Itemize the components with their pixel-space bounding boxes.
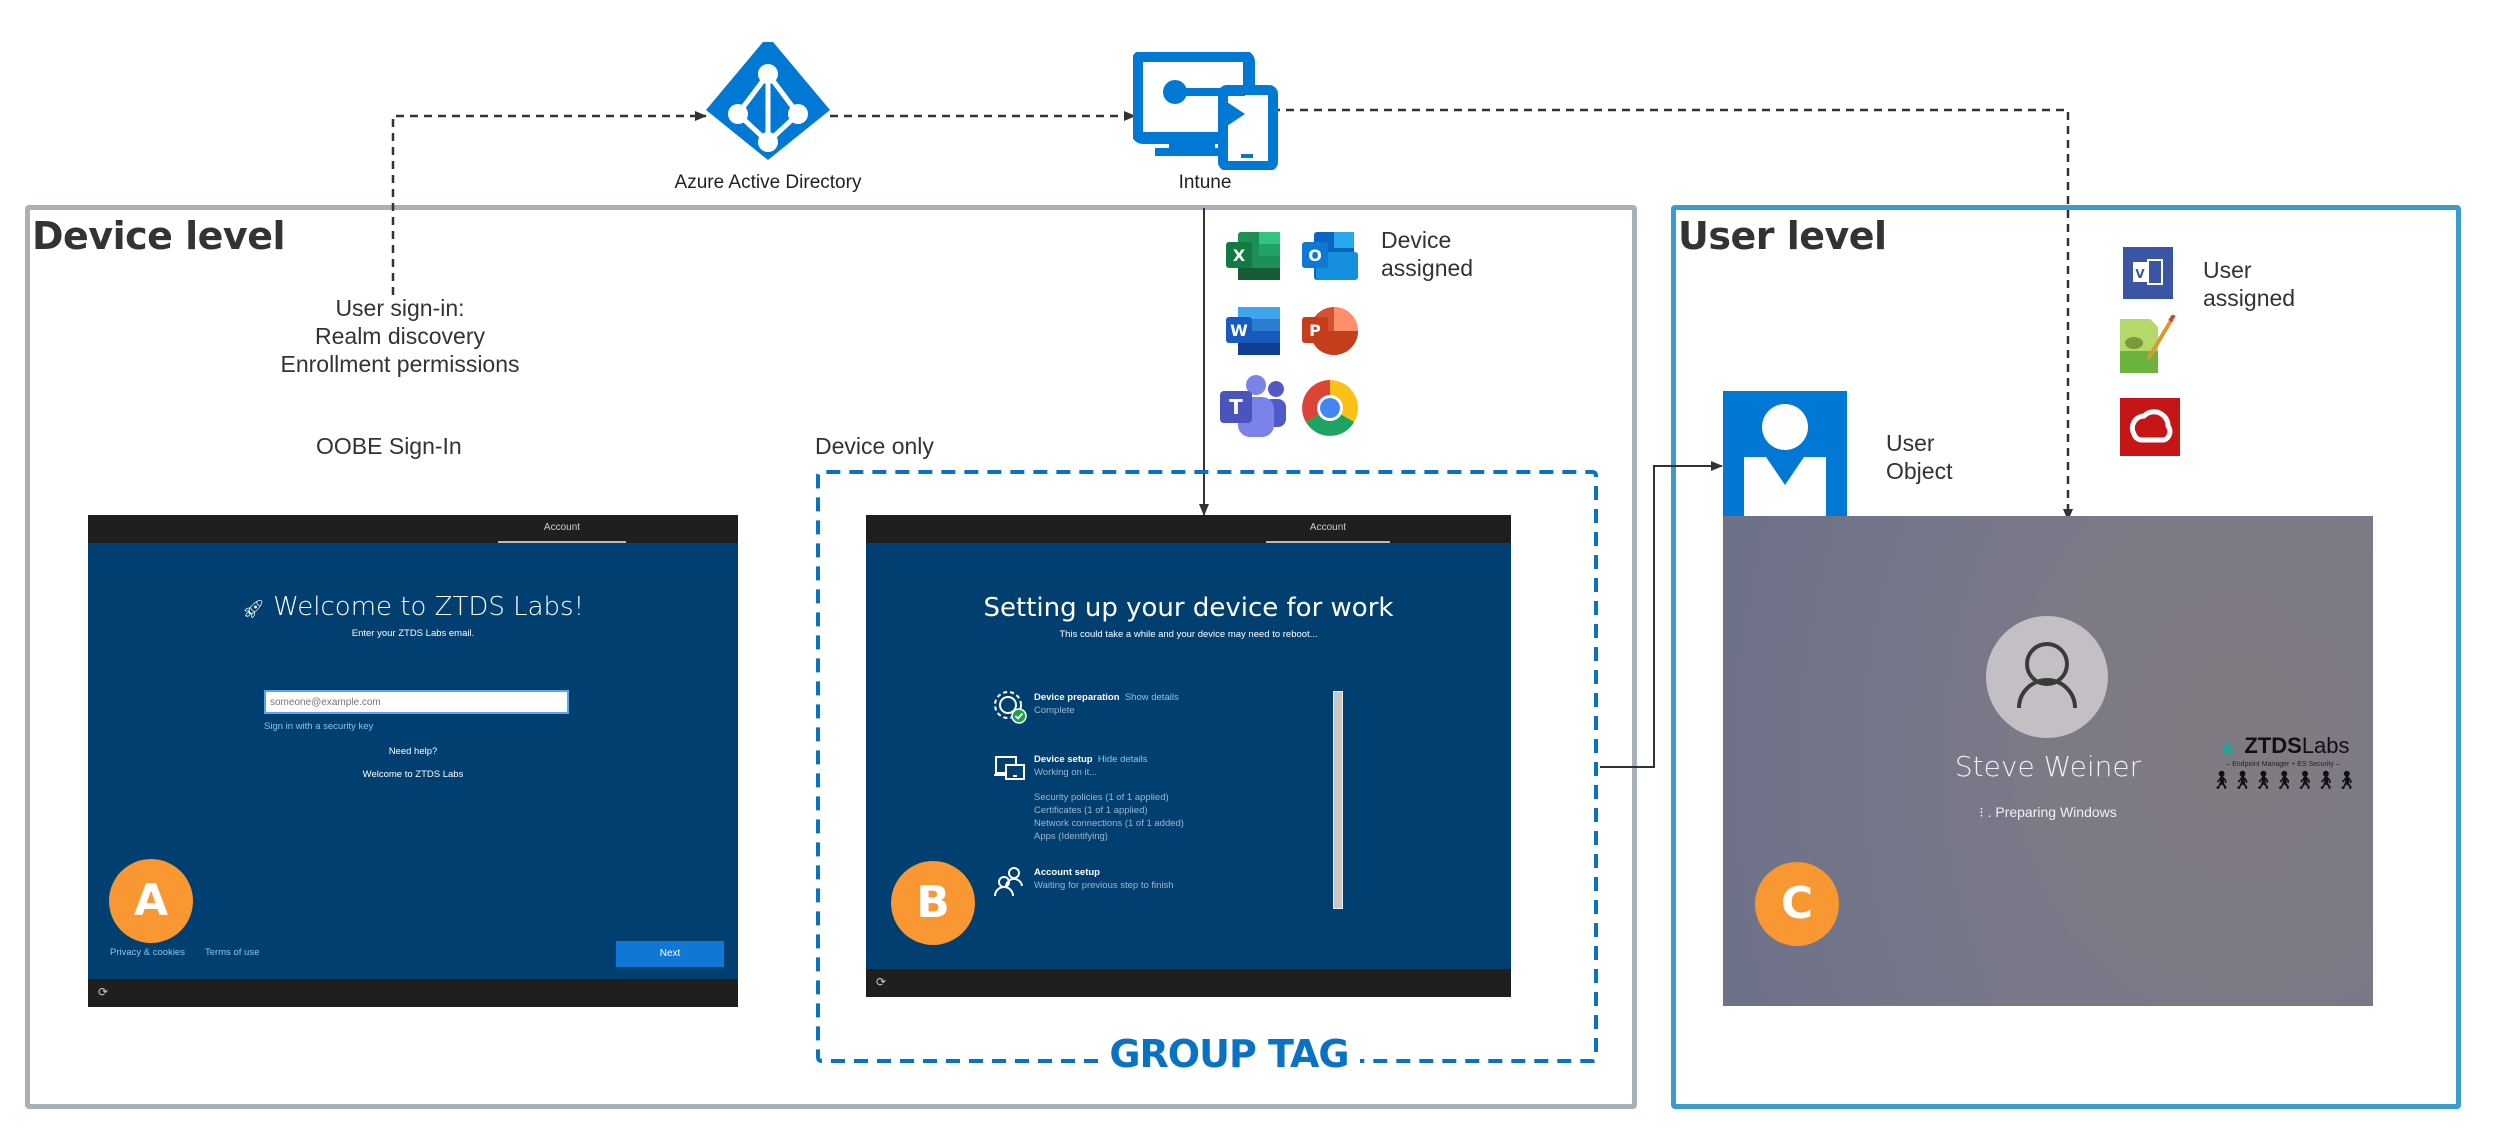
step-status: Complete xyxy=(1034,705,1075,716)
device-assigned-label: Device assigned xyxy=(1381,226,1473,282)
team-figures-icon: 🚶︎🚶︎🚶︎🚶︎🚶︎🚶︎🚶︎ xyxy=(2210,770,2358,790)
step-status: Working on it... xyxy=(1034,767,1098,778)
powerpoint-icon: P xyxy=(1302,307,1358,355)
label-line: Device xyxy=(1381,227,1452,253)
accessibility-icon[interactable]: ⟳ xyxy=(98,985,109,999)
tab-account[interactable]: Account xyxy=(1266,515,1390,543)
step-name: Account setup xyxy=(1034,867,1100,878)
device-setup-icon xyxy=(994,756,1025,780)
excel-icon: X xyxy=(1226,232,1280,280)
svg-text:O: O xyxy=(1308,246,1322,265)
account-setup-icon xyxy=(994,867,1023,897)
step-account-setup: Account setup Waiting for previous step … xyxy=(994,866,1174,897)
preparing-status-row: ⁝ . Preparing Windows xyxy=(1898,804,2198,821)
welcome-subtitle: Enter your ZTDS Labs email. xyxy=(351,628,475,639)
step-status: Waiting for previous step to finish xyxy=(1034,880,1174,891)
brand-tagline: – Endpoint Manager + ES Security – xyxy=(2226,761,2340,768)
oobe-signin-caption: OOBE Sign-In xyxy=(316,433,462,459)
detail-item: Apps (Identifying) xyxy=(1034,831,1108,842)
step-badge-b: B xyxy=(891,861,975,945)
note-line: Enrollment permissions xyxy=(280,351,520,377)
welcome-title-row: 🚀︎ Welcome to ZTDS Labs! xyxy=(88,592,738,622)
bottom-bar: ⟳ xyxy=(88,979,738,1007)
label-line: assigned xyxy=(1381,255,1474,281)
privacy-link[interactable]: Privacy & cookies xyxy=(110,947,185,958)
device-only-caption: Device only xyxy=(815,433,934,459)
svg-text:W: W xyxy=(1230,321,1248,340)
teams-icon: T xyxy=(1220,375,1286,437)
notepad-plus-plus-icon xyxy=(2120,315,2176,373)
svg-text:P: P xyxy=(1309,321,1321,340)
step-name: Device preparation xyxy=(1034,692,1120,703)
flask-icon: ▲ xyxy=(2216,733,2239,758)
svg-text:X: X xyxy=(1233,246,1246,265)
step-device-preparation: Device preparation Show details Complete xyxy=(994,691,1179,724)
ztds-labs-logo: ▲ ZTDSLabs – Endpoint Manager + ES Secur… xyxy=(2203,733,2363,791)
detail-item: Security policies (1 of 1 applied) xyxy=(1034,792,1169,803)
step-badge-a: A xyxy=(109,859,193,943)
security-key-link[interactable]: Sign in with a security key xyxy=(264,721,374,732)
welcome-text: Welcome to ZTDS Labs xyxy=(362,769,464,780)
oobe-signin-screen: Account 🚀︎ Welcome to ZTDS Labs! Enter y… xyxy=(88,515,738,1007)
step-device-setup: Device setup Hide details Working on it.… xyxy=(994,753,1184,843)
intune-icon xyxy=(1133,52,1278,170)
label-line: User xyxy=(2203,257,2252,283)
user-object-icon xyxy=(1723,391,1847,516)
outlook-icon: O xyxy=(1302,232,1358,280)
terms-link[interactable]: Terms of use xyxy=(205,947,260,958)
word-icon: W xyxy=(1226,307,1280,355)
accessibility-icon[interactable]: ⟳ xyxy=(876,975,887,989)
svg-text:T: T xyxy=(1229,395,1243,419)
hide-details-link[interactable]: Hide details xyxy=(1097,754,1148,765)
show-details-link[interactable]: Show details xyxy=(1124,692,1179,703)
avatar xyxy=(1986,616,2108,738)
note-line: Realm discovery xyxy=(315,323,485,349)
device-setup-screen: Account Setting up your device for work … xyxy=(866,515,1511,997)
step-name: Device setup xyxy=(1034,754,1093,765)
azure-active-directory-icon xyxy=(706,42,830,160)
label-line: User xyxy=(1886,430,1935,456)
welcome-title: Welcome to ZTDS Labs! xyxy=(273,592,585,622)
label-line: Object xyxy=(1886,458,1953,484)
tab-account[interactable]: Account xyxy=(498,515,626,543)
top-bar: Account xyxy=(88,515,738,543)
brand-bold: ZTDS xyxy=(2244,733,2302,758)
detail-item: Network connections (1 of 1 added) xyxy=(1034,818,1184,829)
step-details: Security policies (1 of 1 applied) Certi… xyxy=(1034,791,1184,843)
user-assigned-label: User assigned xyxy=(2203,256,2295,312)
user-signin-screen: Steve Weiner ⁝ . Preparing Windows ▲ ZTD… xyxy=(1723,516,2373,1006)
svg-text:V: V xyxy=(2135,267,2145,281)
bottom-bar: ⟳ xyxy=(866,969,1511,997)
next-button[interactable]: Next xyxy=(616,941,724,967)
detail-item: Certificates (1 of 1 applied) xyxy=(1034,805,1148,816)
label-line: assigned xyxy=(2203,285,2296,311)
need-help-link[interactable]: Need help? xyxy=(388,746,438,757)
chrome-icon xyxy=(1302,380,1358,436)
adobe-creative-cloud-icon xyxy=(2120,398,2180,456)
preparing-status: Preparing Windows xyxy=(1995,804,2117,820)
user-signin-note: User sign-in: Realm discovery Enrollment… xyxy=(250,294,550,378)
setup-title: Setting up your device for work xyxy=(983,593,1394,623)
loading-spinner-icon: ⁝ . xyxy=(1979,804,1992,820)
user-icon xyxy=(2017,642,2077,709)
visio-icon: V xyxy=(2123,247,2173,299)
setup-subtitle: This could take a while and your device … xyxy=(1059,629,1318,640)
steps-scrollbar[interactable] xyxy=(1333,691,1343,909)
note-line: User sign-in: xyxy=(335,295,465,321)
rocket-icon: 🚀︎ xyxy=(241,599,265,620)
intune-label: Intune xyxy=(1178,172,1232,193)
device-level-title: Device level xyxy=(32,214,286,258)
user-name: Steve Weiner xyxy=(1954,750,2142,783)
user-level-title: User level xyxy=(1678,214,1887,258)
email-input[interactable] xyxy=(264,690,569,714)
brand-light: Labs xyxy=(2301,733,2350,758)
top-bar: Account xyxy=(866,515,1511,543)
user-object-label: User Object xyxy=(1886,429,1952,485)
group-tag-label: GROUP TAG xyxy=(1109,1032,1349,1076)
azure-ad-label: Azure Active Directory xyxy=(674,172,862,193)
step-badge-c: C xyxy=(1755,862,1839,946)
gear-check-icon xyxy=(994,691,1027,724)
